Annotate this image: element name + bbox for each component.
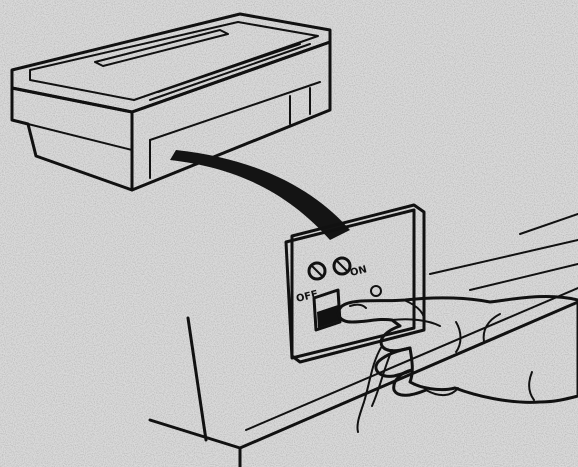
dangling-cord — [356, 345, 383, 433]
device-side-face — [130, 40, 332, 192]
on-label: ON — [349, 264, 368, 279]
wall-edge-low — [469, 263, 578, 291]
fingernail — [349, 303, 367, 309]
hand-outline — [336, 295, 578, 404]
curled-finger-3 — [425, 387, 459, 396]
palm-line — [482, 313, 501, 343]
device-top-slot — [94, 29, 229, 67]
wall-socket: OFF ON — [284, 203, 426, 364]
wall-edge-mid — [429, 239, 578, 275]
device-top-ridge-2 — [157, 43, 301, 93]
wall-edge-top — [519, 213, 578, 235]
socket-indicator — [370, 285, 382, 297]
socket-knob-left — [307, 261, 327, 281]
table-inner-edge — [245, 287, 578, 431]
curled-finger-2 — [392, 368, 428, 397]
power-switch[interactable] — [312, 288, 342, 332]
table — [148, 213, 578, 467]
socket-knob-right-mark — [336, 260, 348, 272]
device-front-line — [27, 123, 133, 151]
switch-housing[interactable] — [312, 288, 342, 332]
device-top-ridge — [149, 43, 311, 101]
dangling-cord-2 — [371, 349, 393, 407]
device-side-line — [149, 81, 321, 141]
socket-plate — [284, 208, 416, 360]
table-left-edge — [186, 316, 208, 442]
socket-knob-left-mark — [311, 265, 323, 277]
socket-knob-right — [332, 256, 352, 276]
switch-rocker[interactable] — [317, 305, 339, 328]
finger-crease-2 — [391, 318, 441, 327]
power-supply-unit — [10, 12, 332, 192]
wrist-line — [528, 371, 535, 401]
